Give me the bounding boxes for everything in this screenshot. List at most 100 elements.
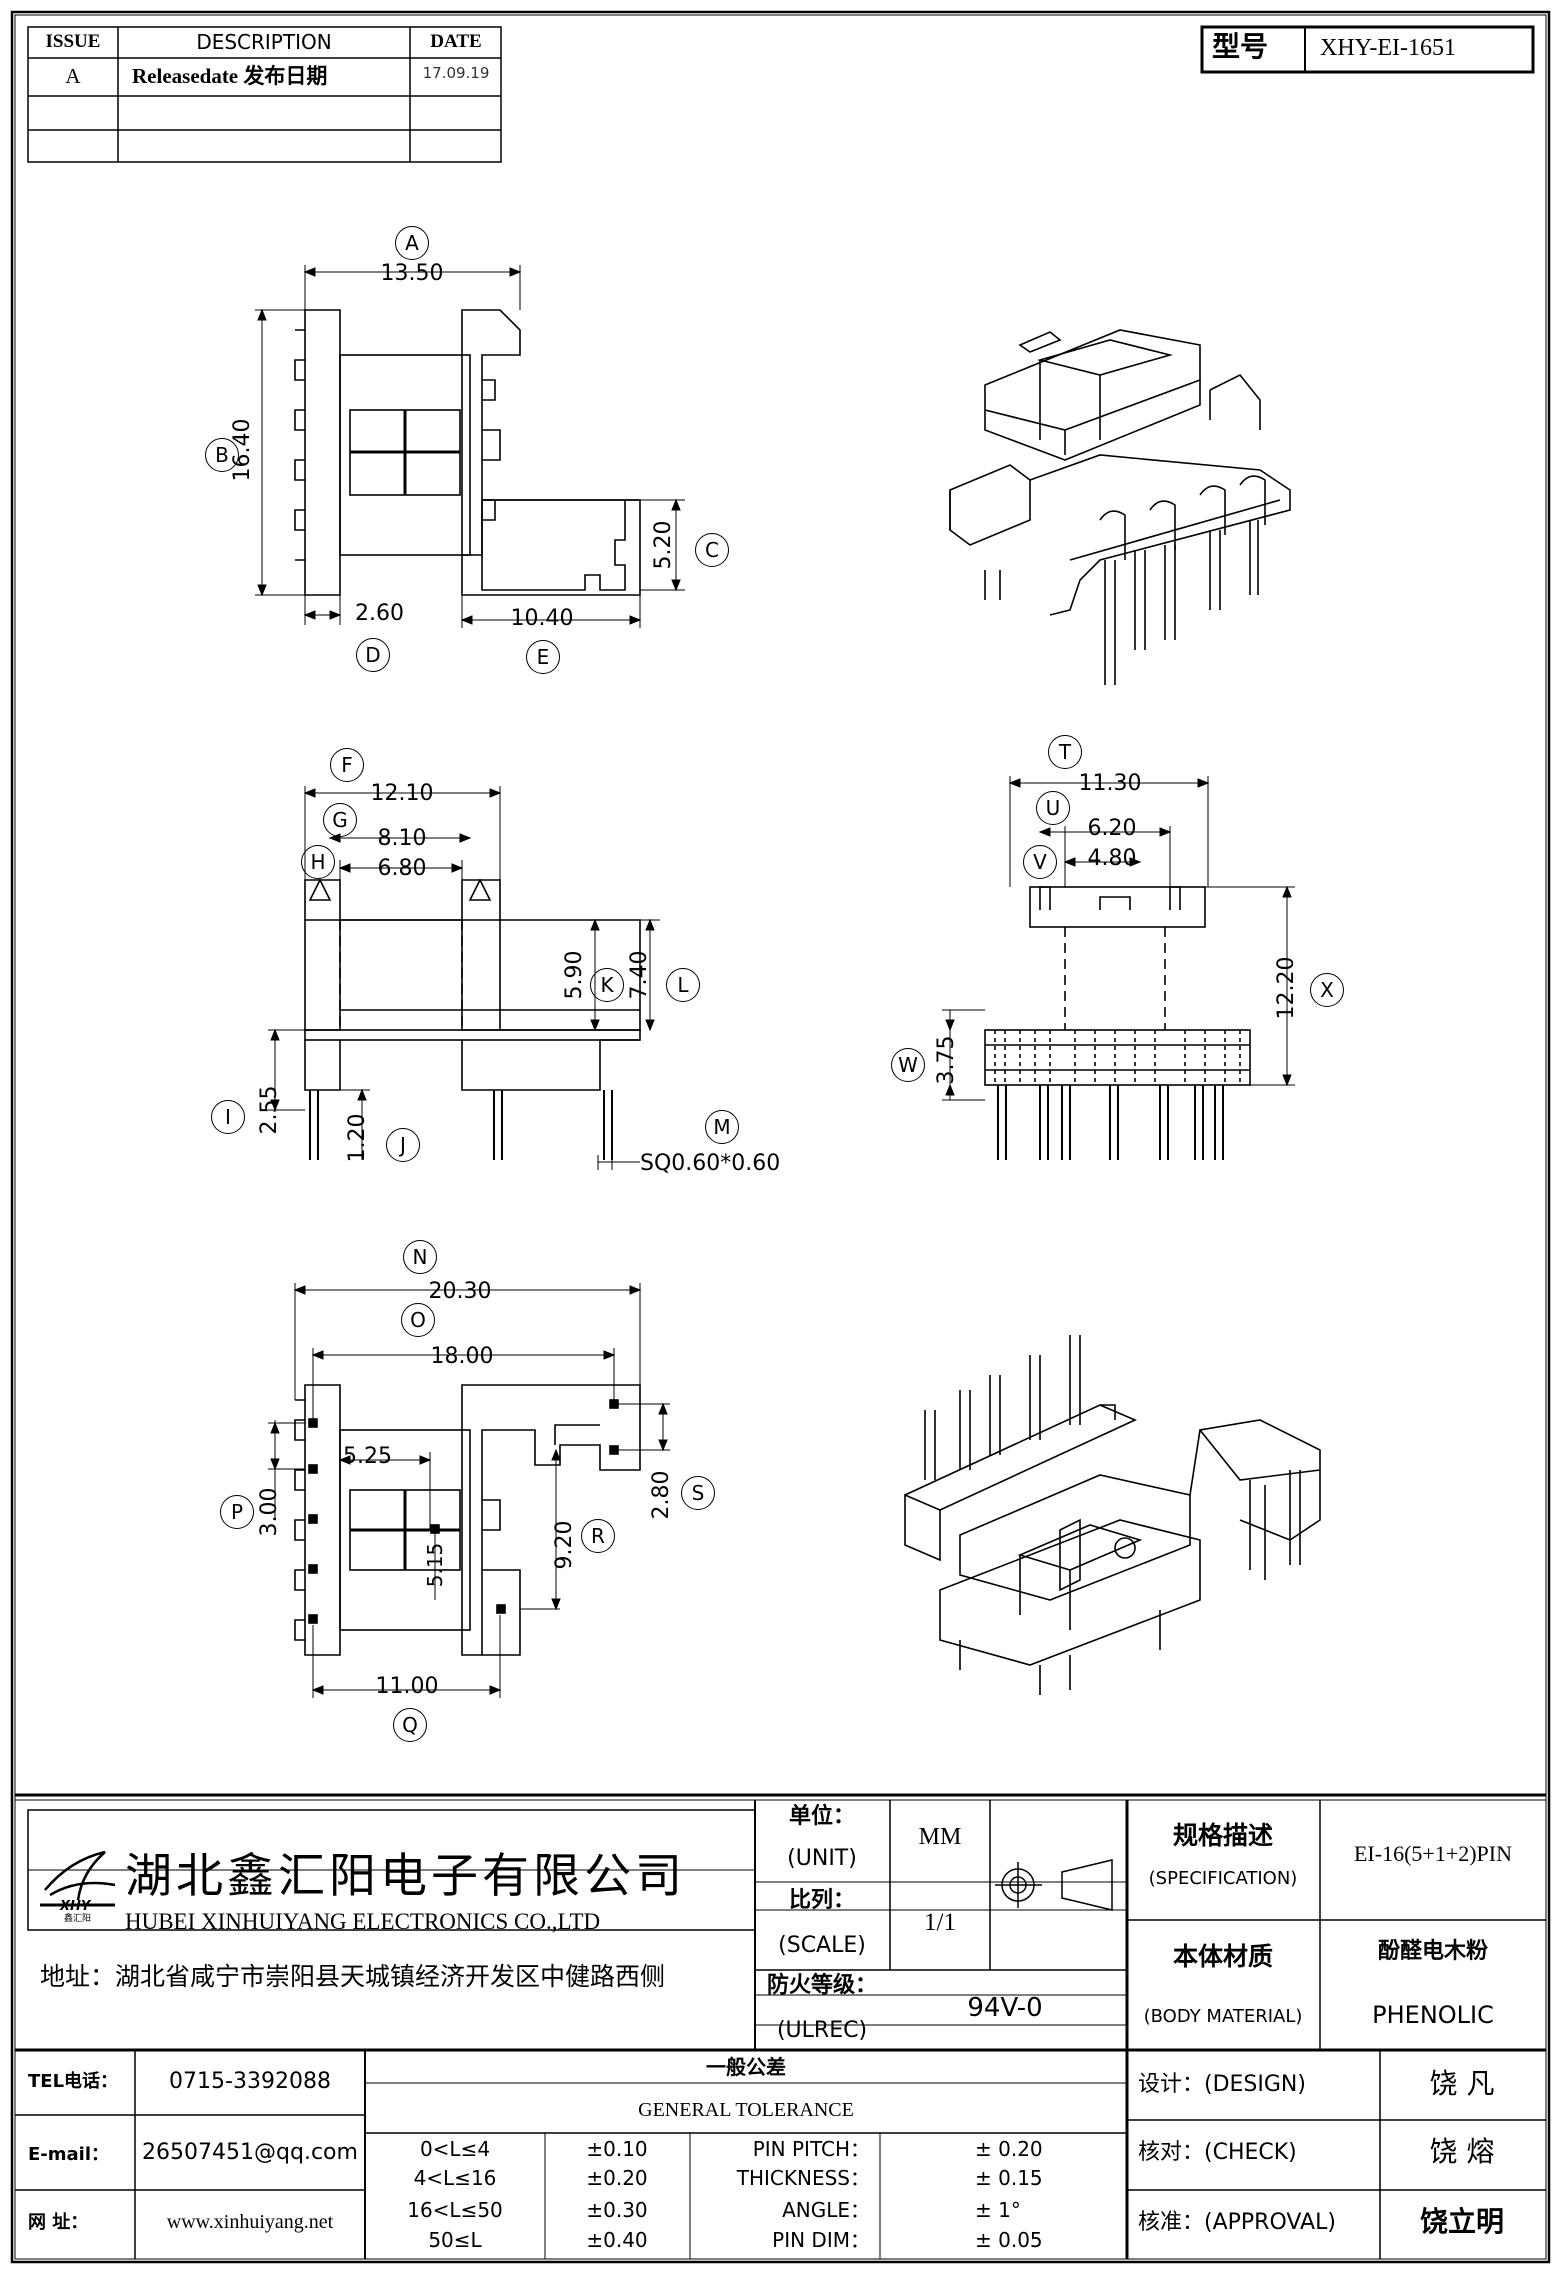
callout-n: N xyxy=(403,1240,437,1274)
isometric-view-top xyxy=(949,329,1291,685)
check-label: 核对：(CHECK) xyxy=(1138,2140,1297,2165)
ulrec-label-en: (ULREC) xyxy=(776,2018,868,2043)
tol-item-4: PIN DIM： xyxy=(772,2228,870,2252)
bottom-view xyxy=(294,1384,641,1656)
company-address: 地址：湖北省咸宁市崇阳县天城镇经济开发区中健路西侧 xyxy=(40,1962,666,1991)
dim-u: 6.20 xyxy=(1087,816,1137,841)
callout-x: X xyxy=(1310,973,1344,1007)
company-name-en: HUBEI XINHUIYANG ELECTRONICS CO.,LTD xyxy=(125,1909,601,1934)
dim-w: 3.75 xyxy=(934,1035,959,1085)
callout-q: Q xyxy=(393,1708,427,1742)
tolerance-title-cn: 一般公差 xyxy=(706,2055,786,2079)
tol-item-1: PIN PITCH： xyxy=(752,2137,870,2161)
rev-row-description: Releasedate 发布日期 xyxy=(132,64,328,88)
callout-c: C xyxy=(695,533,729,567)
tol-range-4: 50≤L xyxy=(428,2228,482,2252)
callout-h: H xyxy=(301,845,335,879)
dim-j: 1.20 xyxy=(345,1113,370,1163)
tol-range-2: 4<L≤16 xyxy=(413,2166,497,2190)
dim-v: 4.80 xyxy=(1087,846,1137,871)
web-value: www.xinhuiyang.net xyxy=(166,2211,334,2233)
dim-inner-1: 5.25 xyxy=(343,1444,392,1469)
tol-value-3: ±0.30 xyxy=(586,2198,648,2222)
material-label-en: (BODY MATERIAL) xyxy=(1143,2006,1303,2027)
projection-symbol-icon xyxy=(995,1859,1113,1911)
rev-row-date: 17.09.19 xyxy=(422,64,490,82)
unit-label-cn: 单位： xyxy=(788,1804,856,1829)
callout-l: L xyxy=(666,968,700,1002)
tol-item-value-3: ± 1° xyxy=(975,2198,1021,2222)
side-view-dims xyxy=(942,776,1295,1101)
tol-item-value-2: ± 0.15 xyxy=(975,2166,1043,2190)
model-value: XHY-EI-1651 xyxy=(1320,35,1456,61)
email-label: E-mail： xyxy=(28,2144,110,2165)
unit-label-en: (UNIT) xyxy=(787,1846,857,1871)
dim-c: 5.20 xyxy=(651,520,676,570)
dim-p: 3.00 xyxy=(257,1487,282,1537)
spec-label-en: (SPECIFICATION) xyxy=(1148,1868,1298,1889)
tol-item-3: ANGLE： xyxy=(782,2198,870,2222)
design-label: 设计：(DESIGN) xyxy=(1138,2072,1306,2097)
callout-i: I xyxy=(211,1100,245,1134)
callout-r: R xyxy=(581,1519,615,1553)
dim-d: 2.60 xyxy=(355,601,404,626)
tol-value-4: ±0.40 xyxy=(586,2228,648,2252)
dim-f: 12.10 xyxy=(370,781,434,806)
callout-a: A xyxy=(395,226,429,260)
dim-s: 2.80 xyxy=(649,1470,674,1520)
dim-q: 11.00 xyxy=(375,1674,439,1699)
tol-item-2: THICKNESS： xyxy=(736,2166,870,2190)
callout-f: F xyxy=(330,748,364,782)
tol-item-value-1: ± 0.20 xyxy=(975,2137,1043,2161)
front-view xyxy=(304,878,641,1160)
company-logo-icon xyxy=(40,1850,116,1907)
material-label-cn: 本体材质 xyxy=(1172,1942,1274,1971)
dim-m: SQ0.60*0.60 xyxy=(640,1151,781,1176)
tol-value-1: ±0.10 xyxy=(586,2137,648,2161)
rev-header-date: DATE xyxy=(430,31,482,52)
callout-o: O xyxy=(401,1303,435,1337)
email-value: 26507451@qq.com xyxy=(142,2140,358,2165)
callout-u: U xyxy=(1036,791,1070,825)
title-block-grid xyxy=(15,1793,1546,2259)
dim-h: 6.80 xyxy=(377,856,427,881)
tolerance-title-en: GENERAL TOLERANCE xyxy=(638,2099,854,2121)
callout-k: K xyxy=(590,968,624,1002)
dim-i: 2.55 xyxy=(257,1085,282,1135)
callout-d: D xyxy=(356,638,390,672)
spec-label-cn: 规格描述 xyxy=(1172,1821,1274,1850)
logo-subtext: 鑫汇阳 xyxy=(64,1914,92,1924)
rev-row-issue: A xyxy=(65,64,81,88)
dim-a: 13.50 xyxy=(380,261,444,286)
tol-item-value-4: ± 0.05 xyxy=(975,2228,1043,2252)
callout-b: B xyxy=(205,438,239,472)
tel-value: 0715-3392088 xyxy=(169,2069,331,2094)
callout-p: P xyxy=(220,1495,254,1529)
isometric-view-bottom xyxy=(904,1335,1321,1695)
front-view-dims xyxy=(268,786,660,1170)
dim-k: 5.90 xyxy=(562,950,587,1000)
callout-m: M xyxy=(705,1110,739,1144)
company-name-cn: 湖北鑫汇阳电子有限公司 xyxy=(125,1849,686,1904)
tol-value-2: ±0.20 xyxy=(586,2166,648,2190)
top-view xyxy=(294,309,641,596)
rev-header-issue: ISSUE xyxy=(45,31,101,52)
dim-o: 18.00 xyxy=(430,1344,494,1369)
revision-table-grid xyxy=(27,26,502,163)
tel-label: TEL电话： xyxy=(28,2071,119,2092)
design-name: 饶 凡 xyxy=(1429,2067,1495,2100)
material-cn: 酚醛电木粉 xyxy=(1377,1939,1489,1964)
scale-label-en: (SCALE) xyxy=(778,1933,866,1958)
logo-text: XHY xyxy=(60,1899,91,1914)
callout-v: V xyxy=(1023,845,1057,879)
model-label: 型号 xyxy=(1212,30,1269,63)
callout-t: T xyxy=(1048,735,1082,769)
approval-name: 饶立明 xyxy=(1419,2205,1505,2238)
check-name: 饶 熔 xyxy=(1429,2135,1495,2168)
scale-value: 1/1 xyxy=(924,1909,956,1936)
side-view xyxy=(984,886,1251,1160)
model-box xyxy=(1200,25,1535,74)
dim-x: 12.20 xyxy=(1274,956,1299,1020)
material-en: PHENOLIC xyxy=(1372,2001,1494,2029)
